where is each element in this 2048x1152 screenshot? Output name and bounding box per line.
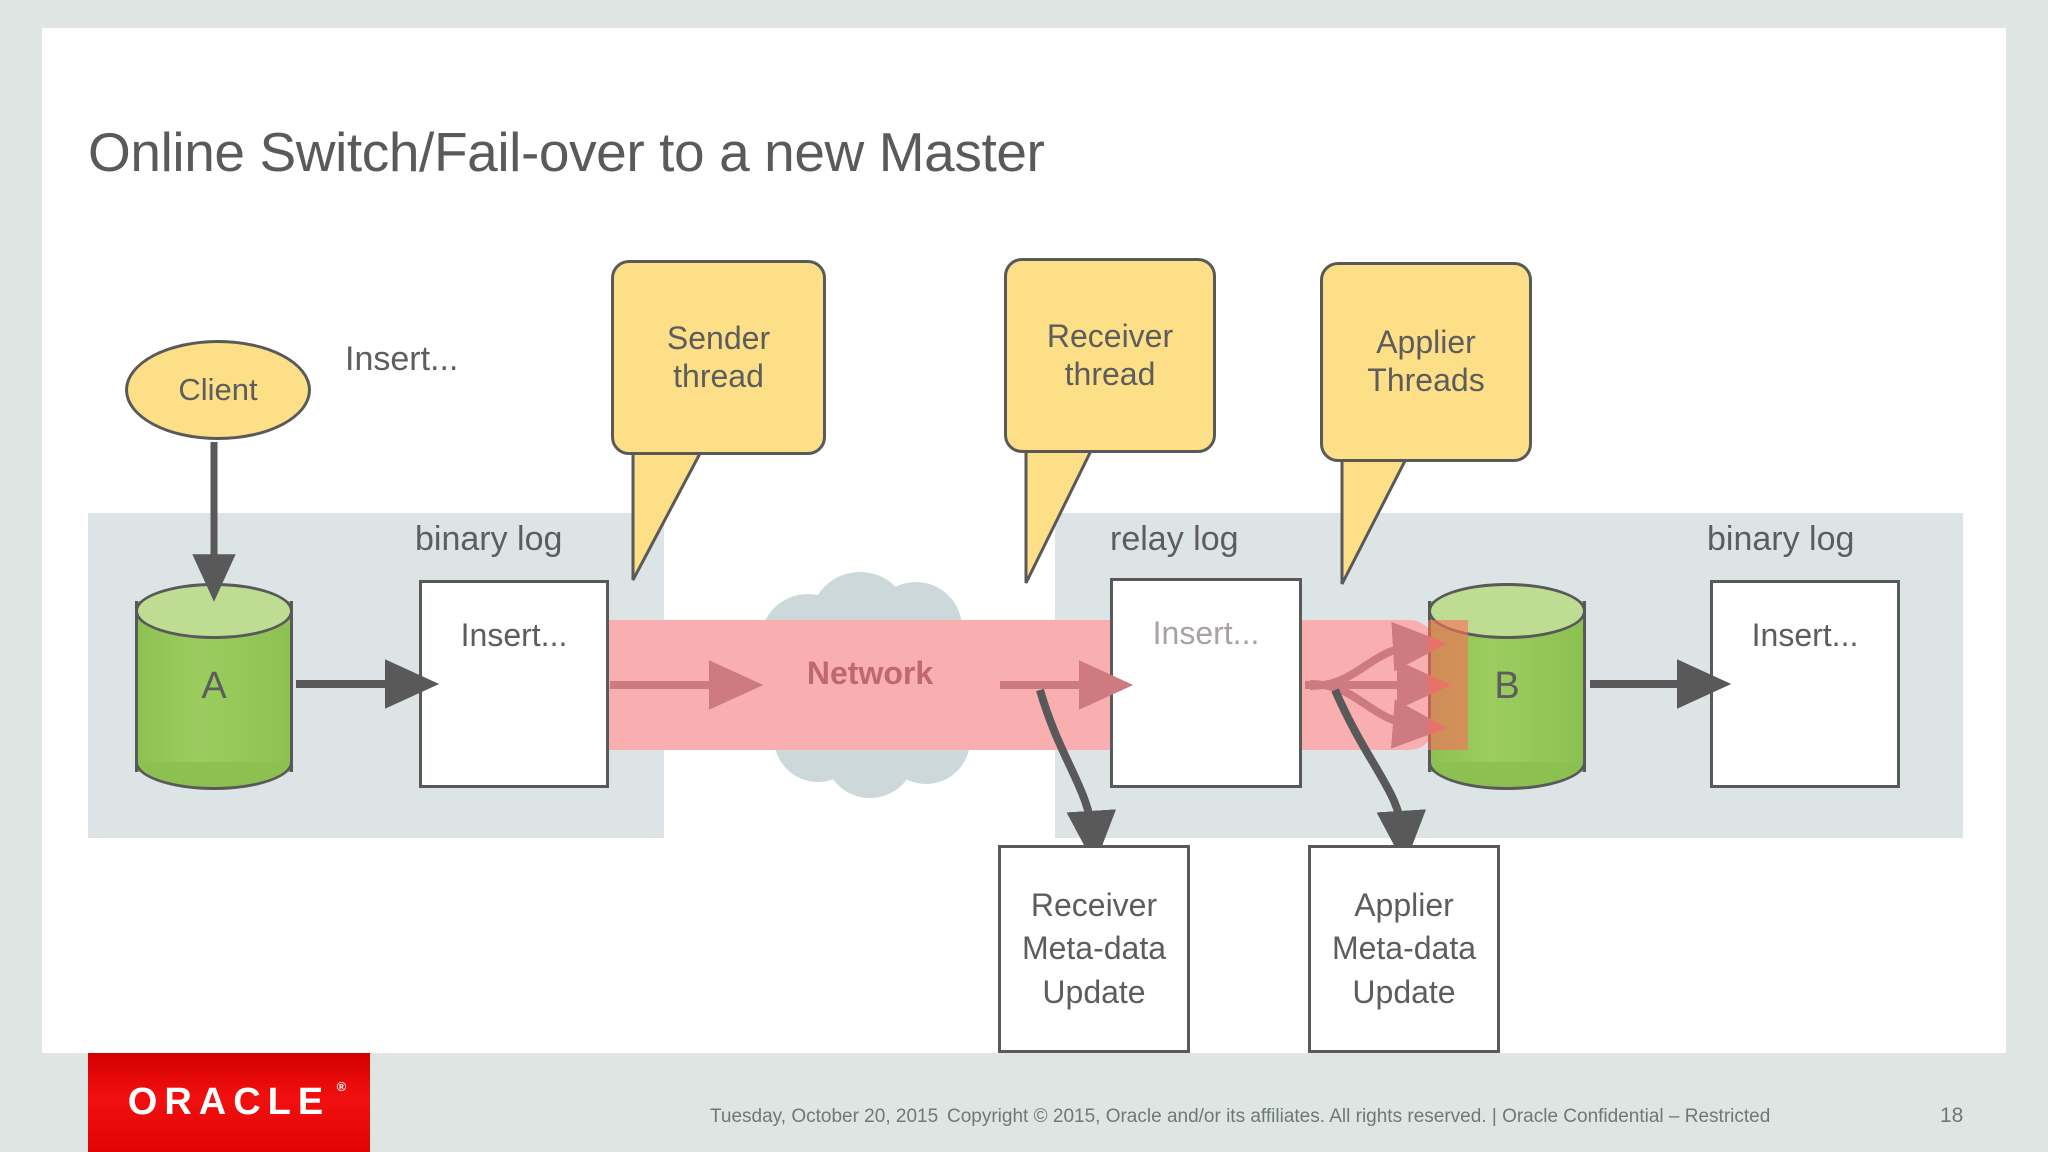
applier-meta-line3: Update bbox=[1352, 973, 1456, 1010]
binary-log-right-entry: Insert... bbox=[1751, 617, 1859, 653]
client-node: Client bbox=[125, 340, 311, 440]
applier-meta-line1: Applier bbox=[1354, 887, 1454, 924]
receiver-meta-line1: Receiver bbox=[1030, 887, 1158, 924]
callout-receiver-thread: Receiver thread bbox=[1004, 258, 1216, 584]
callout-sender-line1: Sender bbox=[666, 319, 771, 356]
callout-receiver-line1: Receiver bbox=[1046, 317, 1174, 354]
oracle-logo-wordmark: ORACLE bbox=[127, 1081, 331, 1123]
oracle-logo-text: ORACLE ® bbox=[127, 1079, 346, 1124]
binary-log-left-label: binary log bbox=[415, 520, 563, 558]
database-cylinder-b: B bbox=[1428, 583, 1586, 790]
network-label: Network bbox=[806, 655, 934, 691]
callout-receiver-bubble: Receiver thread bbox=[1004, 258, 1216, 453]
database-a-label: A bbox=[201, 665, 227, 707]
callout-applier-line2: Threads bbox=[1367, 362, 1485, 398]
binary-log-left-box: Insert... bbox=[419, 580, 609, 788]
page-number: 18 bbox=[1940, 1104, 1964, 1127]
callout-sender-bubble: Sender thread bbox=[611, 260, 826, 455]
database-b-label: B bbox=[1494, 665, 1520, 707]
callout-receiver-line2: thread bbox=[1064, 355, 1156, 392]
footer-date: Tuesday, October 20, 2015 bbox=[710, 1106, 939, 1127]
binary-log-right-box: Insert... bbox=[1710, 580, 1900, 788]
callout-applier-bubble: Applier Threads bbox=[1320, 262, 1532, 462]
binary-log-left-entry: Insert... bbox=[460, 617, 568, 653]
callout-applier-line1: Applier bbox=[1376, 324, 1476, 361]
relay-log-label: relay log bbox=[1110, 520, 1239, 558]
callout-applier-threads: Applier Threads bbox=[1320, 262, 1532, 585]
oracle-logo: ORACLE ® bbox=[88, 1053, 370, 1152]
footer-copyright: Copyright © 2015, Oracle and/or its affi… bbox=[947, 1106, 1771, 1127]
relay-log-entry: Insert... bbox=[1152, 615, 1260, 651]
database-cylinder-a: A bbox=[135, 583, 293, 790]
applier-metadata-update-box: Applier Meta-data Update bbox=[1308, 845, 1500, 1053]
page-title: Online Switch/Fail-over to a new Master bbox=[88, 121, 1045, 183]
applier-meta-line2: Meta-data bbox=[1331, 930, 1477, 967]
callout-sender-line2: thread bbox=[673, 357, 764, 394]
receiver-meta-line3: Update bbox=[1042, 973, 1146, 1010]
client-label: Client bbox=[178, 372, 258, 407]
insert-statement-label: Insert... bbox=[345, 340, 459, 378]
binary-log-right-label: binary log bbox=[1707, 520, 1855, 558]
callout-sender-thread: Sender thread bbox=[611, 260, 826, 581]
receiver-meta-line2: Meta-data bbox=[1021, 930, 1167, 967]
receiver-metadata-update-box: Receiver Meta-data Update bbox=[998, 845, 1190, 1053]
registered-trademark-icon: ® bbox=[336, 1079, 347, 1094]
